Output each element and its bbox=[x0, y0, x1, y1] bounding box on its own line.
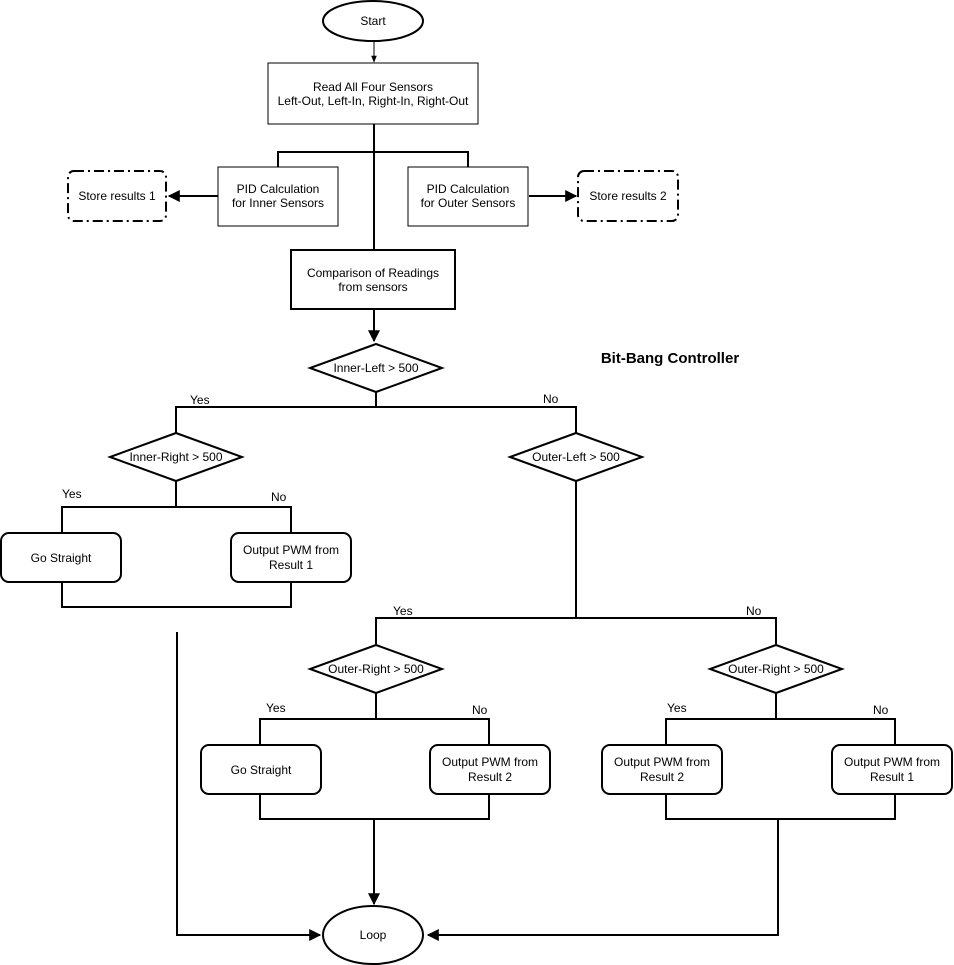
decision-outer-left: Outer-Left > 500 bbox=[507, 431, 645, 483]
go-straight-2-node: Go Straight bbox=[200, 744, 322, 795]
pwm-result-2-b-line-2: Result 2 bbox=[640, 770, 684, 784]
line-outer-right-a-branches bbox=[259, 718, 490, 744]
line-inner-left-branches bbox=[175, 406, 577, 433]
go-straight-2-label: Go Straight bbox=[231, 763, 292, 777]
yes-label-outer-right-b: Yes bbox=[667, 701, 687, 715]
comparison-node: Comparison of Readings from sensors bbox=[290, 249, 456, 310]
line-outer-right-b-merge bbox=[665, 795, 896, 820]
pwm-result-2-a-line-2: Result 2 bbox=[468, 770, 512, 784]
read-sensors-line-1: Read All Four Sensors bbox=[313, 80, 433, 94]
arrow-inner-to-loop bbox=[176, 632, 322, 941]
line-outer-right-b-branches bbox=[665, 718, 896, 744]
no-label-outer-right-a: No bbox=[472, 703, 488, 717]
yes-label-outer-left: Yes bbox=[393, 604, 413, 618]
line-outer-left-branches bbox=[375, 617, 777, 644]
loop-label: Loop bbox=[360, 928, 387, 942]
connectors bbox=[61, 41, 896, 941]
go-straight-1-label: Go Straight bbox=[31, 551, 92, 565]
pwm-result-1-b-line-1: Output PWM from bbox=[844, 755, 940, 769]
comparison-line-2: from sensors bbox=[338, 280, 407, 294]
decision-inner-left-label: Inner-Left > 500 bbox=[333, 361, 418, 375]
line-inner-merge bbox=[61, 583, 292, 608]
pid-inner-line-1: PID Calculation bbox=[237, 182, 320, 196]
read-sensors-line-2: Left-Out, Left-In, Right-In, Right-Out bbox=[278, 94, 469, 108]
line-inner-right-branches bbox=[61, 506, 292, 532]
decision-inner-right: Inner-Right > 500 bbox=[107, 431, 245, 483]
go-straight-1-node: Go Straight bbox=[0, 532, 122, 583]
pwm-result-2-a-node: Output PWM from Result 2 bbox=[429, 744, 551, 795]
pid-outer-line-1: PID Calculation bbox=[427, 182, 510, 196]
pwm-result-2-b-line-1: Output PWM from bbox=[614, 755, 710, 769]
no-label-outer-right-b: No bbox=[873, 703, 889, 717]
comparison-line-1: Comparison of Readings bbox=[307, 266, 439, 280]
no-label-inner-left: No bbox=[543, 392, 559, 406]
store-results-2-label: Store results 2 bbox=[589, 189, 667, 203]
yes-label-outer-right-a: Yes bbox=[266, 701, 286, 715]
yes-label-inner-right: Yes bbox=[62, 487, 82, 501]
store-results-1-label: Store results 1 bbox=[78, 189, 156, 203]
yes-label-inner-left: Yes bbox=[190, 393, 210, 407]
no-label-outer-left: No bbox=[746, 604, 762, 618]
decision-inner-left: Inner-Left > 500 bbox=[307, 342, 445, 394]
no-label-inner-right: No bbox=[271, 490, 287, 504]
pwm-result-1-b-line-2: Result 1 bbox=[870, 770, 914, 784]
decision-outer-right-b-label: Outer-Right > 500 bbox=[728, 662, 824, 676]
line-pid-split bbox=[277, 151, 469, 167]
loop-node: Loop bbox=[322, 905, 424, 965]
decision-outer-right-a: Outer-Right > 500 bbox=[307, 643, 445, 695]
decision-outer-left-label: Outer-Left > 500 bbox=[532, 450, 620, 464]
line-outer-right-a-merge bbox=[259, 795, 490, 820]
diagram-title: Bit-Bang Controller bbox=[601, 350, 739, 367]
decision-inner-right-label: Inner-Right > 500 bbox=[129, 450, 222, 464]
store-results-1-node: Store results 1 bbox=[67, 170, 167, 222]
pwm-result-1-a-line-2: Result 1 bbox=[269, 558, 313, 572]
pid-inner-node: PID Calculation for Inner Sensors bbox=[217, 166, 339, 227]
read-sensors-node: Read All Four Sensors Left-Out, Left-In,… bbox=[267, 62, 479, 125]
pid-outer-line-2: for Outer Sensors bbox=[421, 196, 516, 210]
pwm-result-1-b-node: Output PWM from Result 1 bbox=[831, 744, 953, 795]
decision-outer-right-a-label: Outer-Right > 500 bbox=[328, 662, 424, 676]
decision-outer-right-b: Outer-Right > 500 bbox=[707, 643, 845, 695]
pwm-result-1-a-node: Output PWM from Result 1 bbox=[230, 532, 352, 583]
pid-inner-line-2: for Inner Sensors bbox=[232, 196, 324, 210]
store-results-2-node: Store results 2 bbox=[577, 170, 679, 222]
pid-outer-node: PID Calculation for Outer Sensors bbox=[407, 166, 529, 227]
start-node: Start bbox=[322, 0, 424, 42]
start-label: Start bbox=[360, 14, 386, 28]
pwm-result-2-b-node: Output PWM from Result 2 bbox=[601, 744, 723, 795]
pwm-result-1-a-line-1: Output PWM from bbox=[243, 543, 339, 557]
pwm-result-2-a-line-1: Output PWM from bbox=[442, 755, 538, 769]
arrow-outer-b-to-loop bbox=[426, 819, 779, 941]
